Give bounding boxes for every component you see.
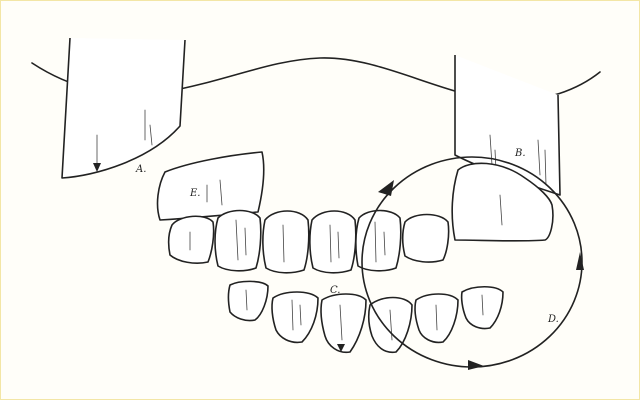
lower-tooth bbox=[369, 298, 412, 353]
path-arrow-right bbox=[576, 252, 584, 270]
path-arrow-bottom bbox=[468, 360, 484, 370]
lower-tooth bbox=[321, 294, 366, 352]
upper-tooth bbox=[310, 211, 356, 273]
label-d: D. bbox=[547, 314, 559, 325]
upper-teeth-row bbox=[169, 211, 449, 273]
upper-block-a bbox=[62, 38, 185, 178]
lower-tooth bbox=[272, 292, 318, 342]
upper-tooth bbox=[403, 215, 449, 263]
upper-tooth bbox=[215, 211, 261, 271]
lower-tooth bbox=[229, 281, 269, 320]
label-e: E. bbox=[189, 188, 200, 199]
label-b: B. bbox=[514, 148, 526, 159]
path-arrow-top bbox=[378, 180, 394, 196]
displaced-tooth-e bbox=[158, 152, 264, 220]
label-a: A. bbox=[135, 164, 146, 175]
label-c: C. bbox=[330, 285, 340, 296]
upper-tooth bbox=[263, 211, 309, 273]
upper-tooth bbox=[169, 216, 214, 263]
